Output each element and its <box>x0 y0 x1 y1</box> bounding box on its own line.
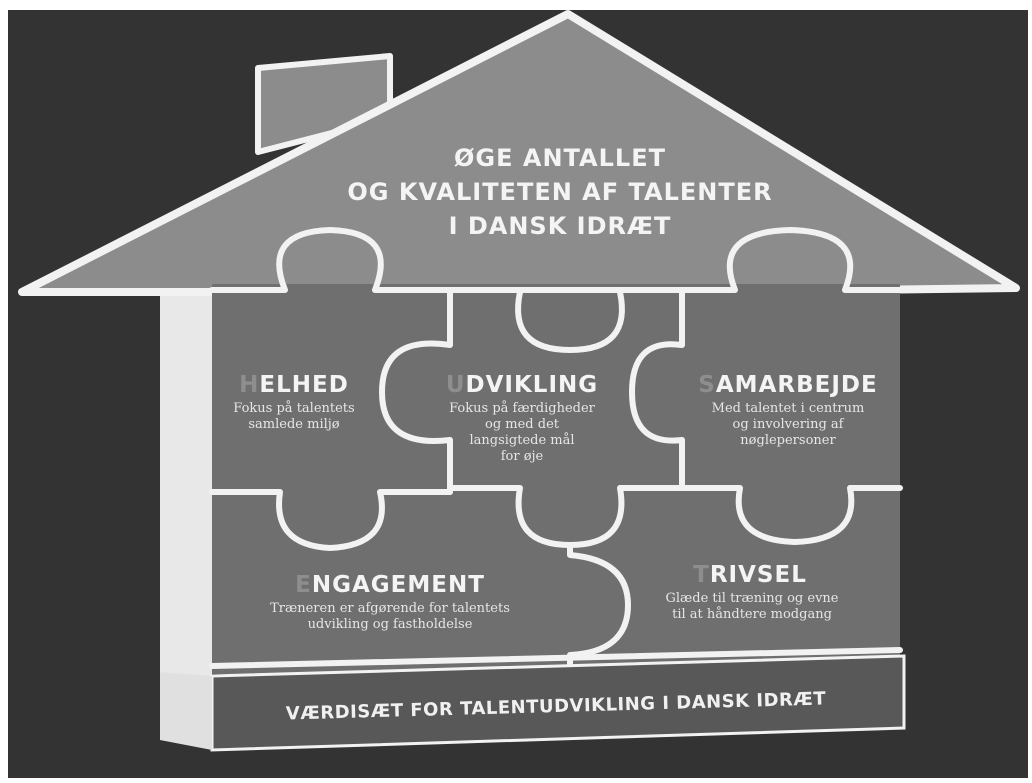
piece-trivsel-title: TRIVSEL <box>693 562 807 588</box>
piece-samarbejde-initial: S <box>698 372 716 398</box>
piece-udvikling-desc-3: langsigtede mål <box>469 432 574 448</box>
piece-samarbejde-rest: AMARBEJDE <box>716 372 878 398</box>
piece-samarbejde-desc-3: nøglepersoner <box>740 433 836 448</box>
piece-helhed: HELHED Fokus på talentets samlede miljø <box>233 372 354 432</box>
piece-trivsel-desc-1: Glæde til træning og evne <box>666 591 839 606</box>
piece-udvikling-initial: U <box>446 372 466 398</box>
roof-text: ØGE ANTALLET OG KVALITETEN AF TALENTER I… <box>347 144 772 240</box>
piece-udvikling-desc-2: og med det <box>485 417 560 432</box>
piece-udvikling-title: UDVIKLING <box>446 372 598 398</box>
piece-engagement-title: ENGAGEMENT <box>295 572 485 598</box>
roof-line-2: OG KVALITETEN AF TALENTER <box>347 178 772 206</box>
piece-samarbejde-title: SAMARBEJDE <box>698 372 877 398</box>
piece-helhed-rest: ELHED <box>259 372 348 398</box>
piece-helhed-desc-2: samlede miljø <box>248 417 339 432</box>
piece-engagement: ENGAGEMENT Træneren er afgørende for tal… <box>270 572 510 632</box>
piece-udvikling-desc-4: for øje <box>501 449 544 464</box>
piece-udvikling-desc-1: Fokus på færdigheder <box>449 400 596 416</box>
piece-engagement-desc-1: Træneren er afgørende for talentets <box>270 601 510 616</box>
puzzle-outlines <box>209 227 903 669</box>
piece-engagement-initial: E <box>295 572 312 598</box>
piece-helhed-title: HELHED <box>239 372 349 398</box>
house-side-wall <box>160 286 212 746</box>
piece-helhed-desc-1: Fokus på talentets <box>233 400 354 416</box>
piece-engagement-rest: NGAGEMENT <box>312 572 485 598</box>
piece-trivsel: TRIVSEL Glæde til træning og evne til at… <box>666 562 839 622</box>
roof <box>18 10 1020 296</box>
piece-samarbejde: SAMARBEJDE Med talentet i centrum og inv… <box>698 372 877 448</box>
roof-line-3: I DANSK IDRÆT <box>449 212 672 240</box>
piece-samarbejde-desc-1: Med talentet i centrum <box>712 401 865 416</box>
piece-samarbejde-desc-2: og involvering af <box>733 417 845 432</box>
piece-helhed-initial: H <box>239 372 259 398</box>
piece-trivsel-rest: RIVSEL <box>710 562 807 588</box>
piece-udvikling: UDVIKLING Fokus på færdigheder og med de… <box>446 372 598 464</box>
piece-trivsel-desc-2: til at håndtere modgang <box>672 606 832 622</box>
piece-engagement-desc-2: udvikling og fastholdelse <box>308 617 473 632</box>
piece-udvikling-rest: DVIKLING <box>466 372 599 398</box>
footer-side <box>160 672 212 750</box>
piece-trivsel-initial: T <box>693 562 710 588</box>
roof-line-1: ØGE ANTALLET <box>454 144 666 172</box>
